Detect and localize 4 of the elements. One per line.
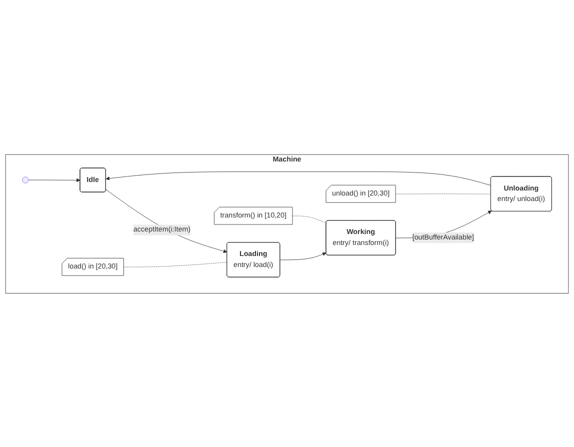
connector (292, 215, 326, 223)
node-circle (22, 176, 29, 183)
connector (396, 193, 492, 194)
connector (124, 262, 228, 267)
